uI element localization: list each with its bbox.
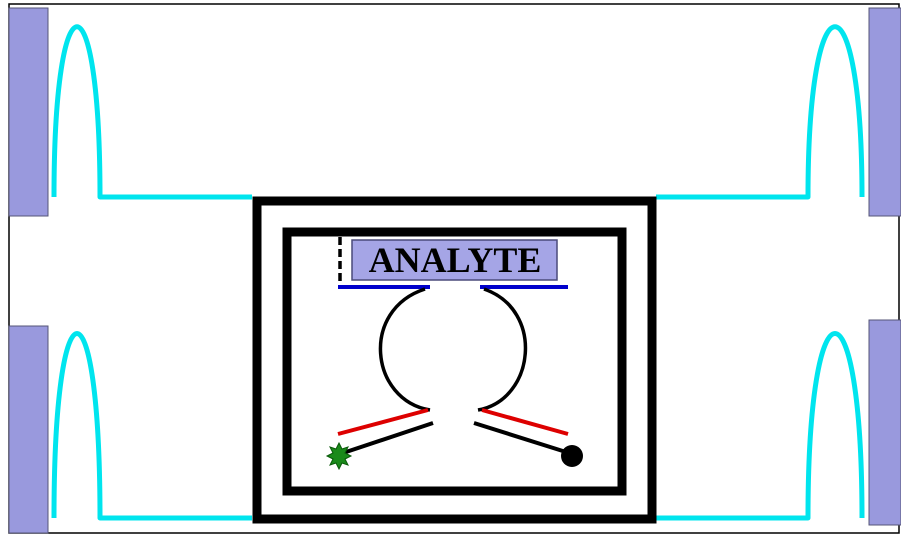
electrode-bottom-right [868, 319, 901, 526]
signal-trace-bottom-left [51, 331, 252, 521]
electrode-top-right [868, 7, 901, 217]
aptamer-loop-left [378, 287, 431, 412]
electrode-top-left [8, 7, 49, 217]
figure-border [8, 3, 900, 534]
electrode-bottom-left [8, 325, 49, 534]
strand-black-left [339, 421, 434, 456]
strand-black-right [473, 421, 567, 454]
signal-trace-top-left [51, 24, 252, 200]
signal-trace-bottom-right [656, 331, 865, 521]
analyte-box [351, 239, 558, 281]
strand-red-left [337, 408, 429, 436]
quencher-icon [561, 445, 583, 467]
analyte-label: ANALYTE [369, 240, 542, 280]
aptamer-loop-right [477, 287, 528, 412]
signal-trace-top-right [656, 24, 865, 200]
chamber-inner-frame [282, 227, 627, 496]
chamber-outer-frame [252, 196, 657, 524]
strand-red-right [481, 408, 569, 436]
fluorophore-icon [325, 441, 353, 471]
